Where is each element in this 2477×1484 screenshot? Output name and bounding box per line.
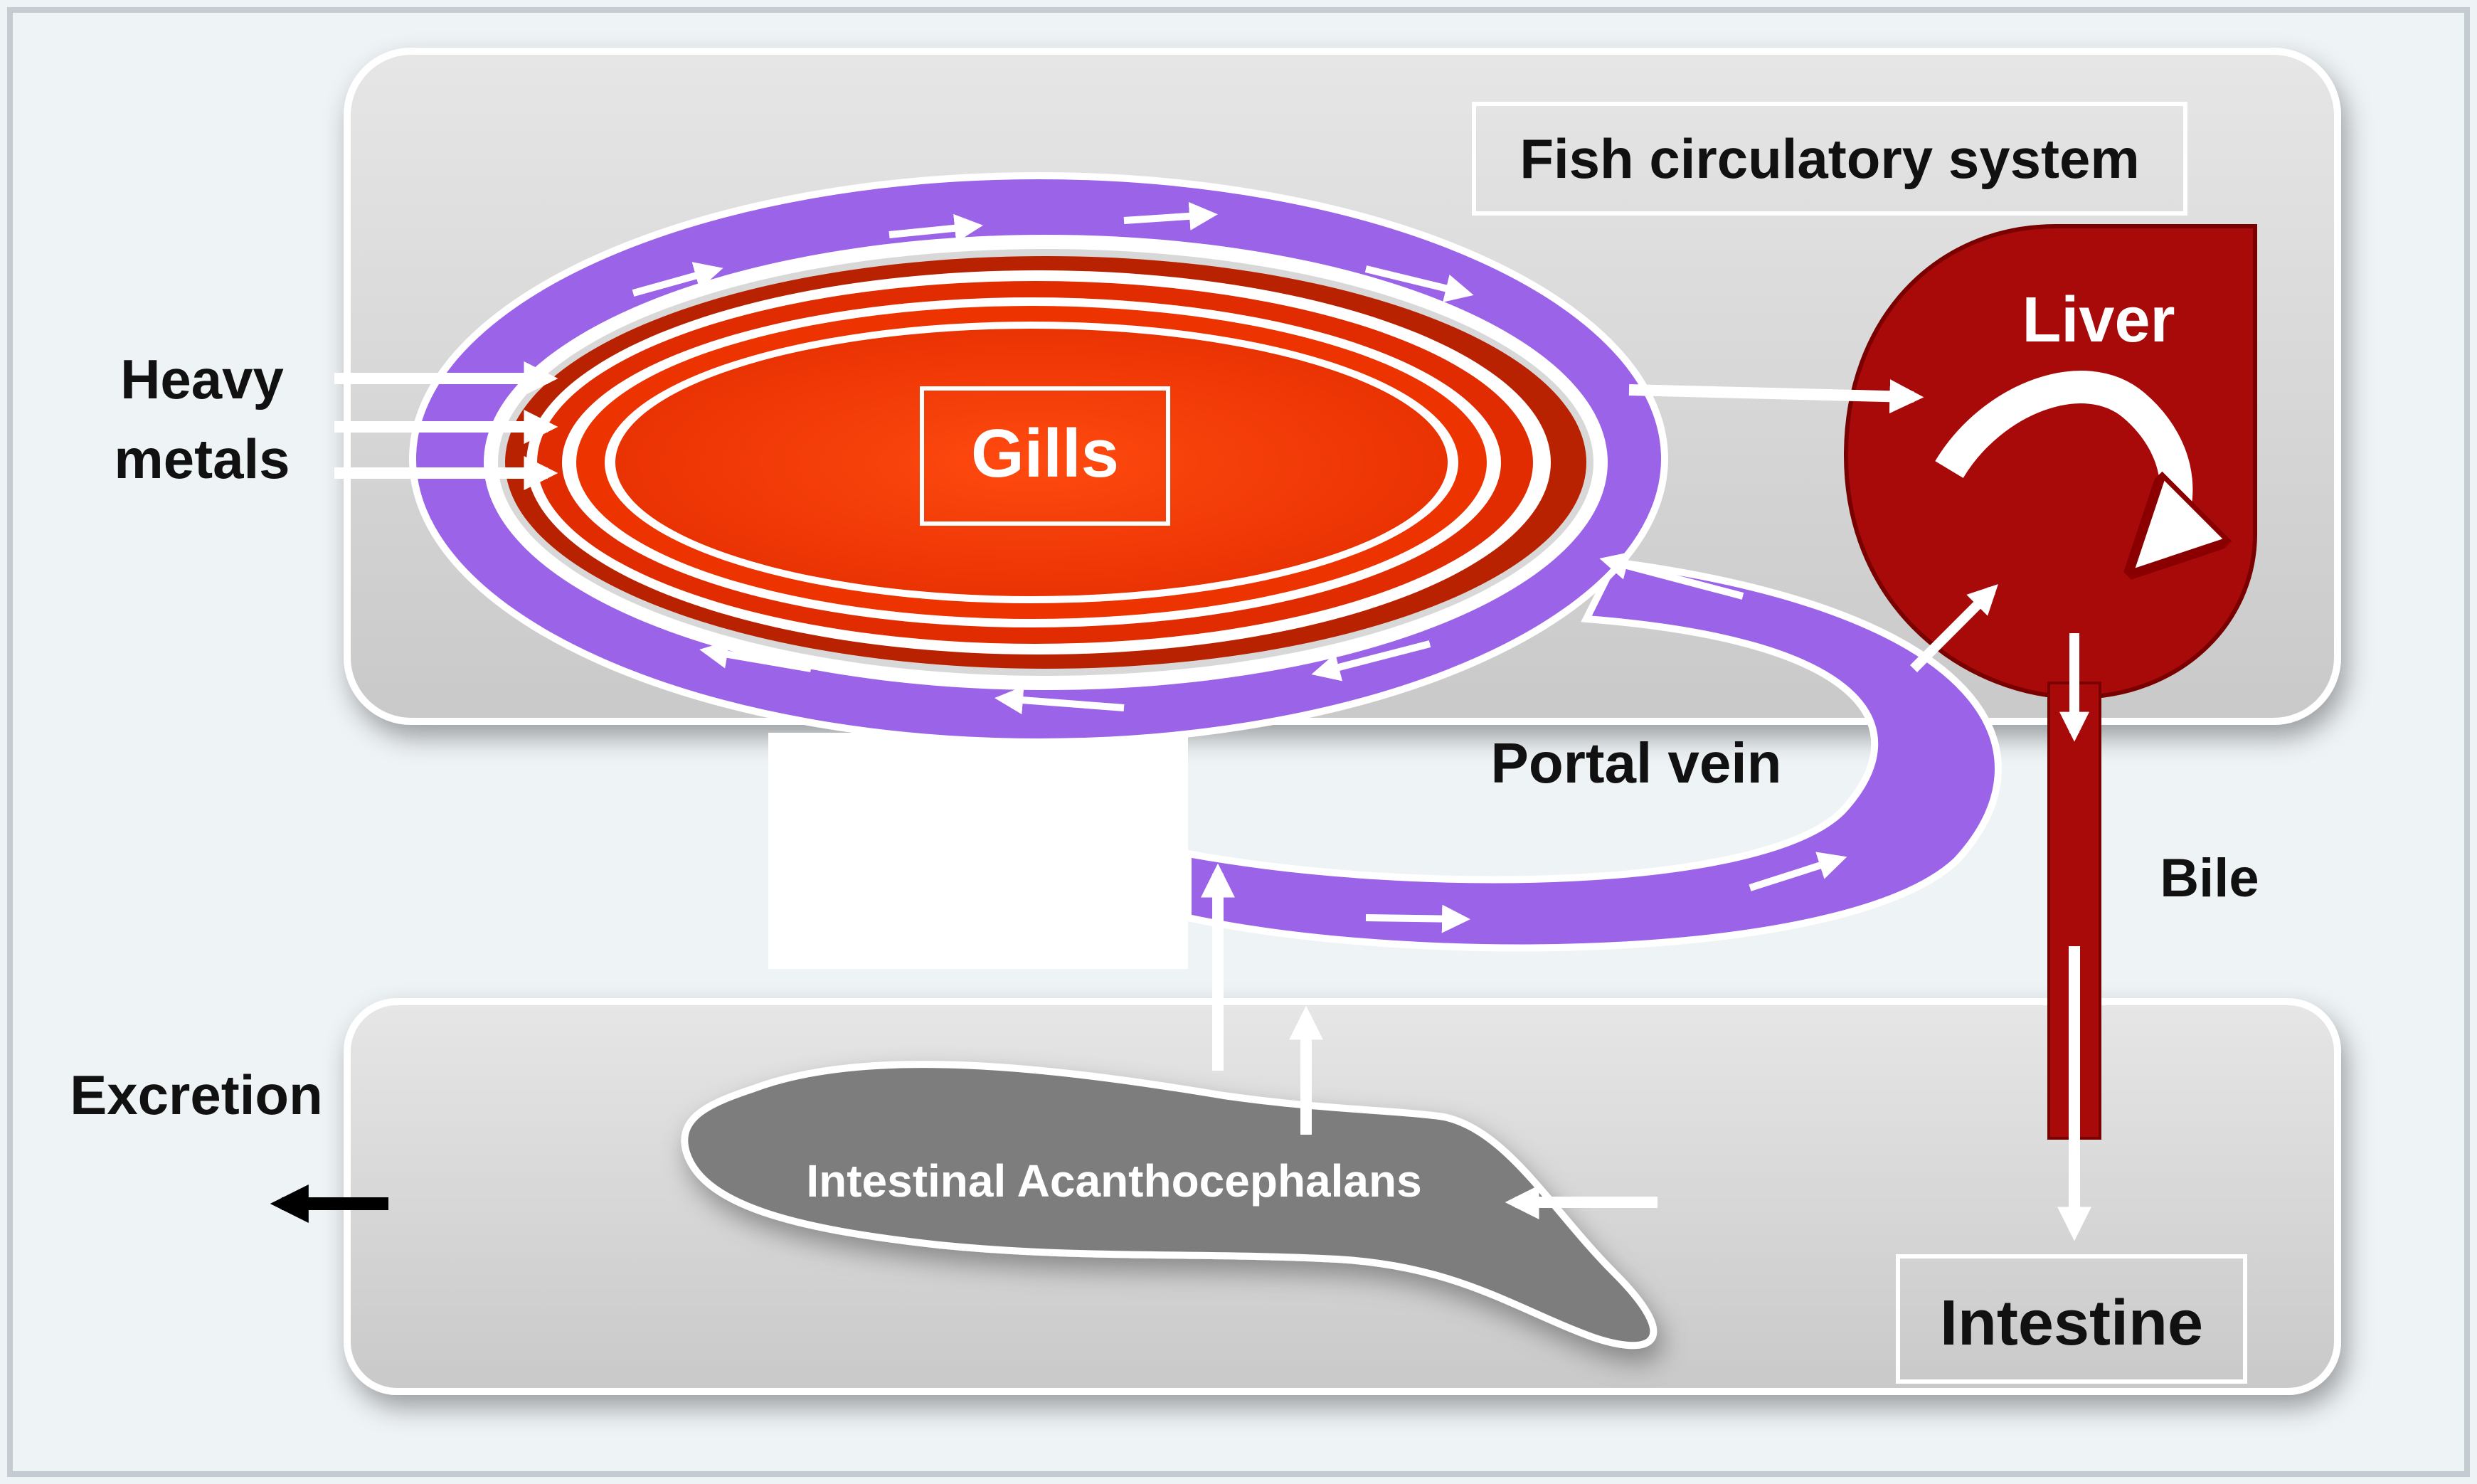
excretion-label: Excretion: [70, 1064, 322, 1126]
loop-flow-arrows: [632, 201, 1847, 933]
gills-label: Gills: [971, 415, 1119, 492]
heavy-metals-arrows: [334, 361, 558, 490]
gills-organ: [505, 256, 1586, 669]
portal-vein-label: Portal vein: [1490, 731, 1781, 795]
acanthocephalans-label: Intestinal Acanthocephalans: [806, 1155, 1421, 1207]
gills-to-liver-arrow: [1628, 379, 1924, 414]
diagram-frame: [7, 7, 2470, 1477]
portal-to-liver-arrow: [1910, 584, 1998, 672]
system-title-box: [1472, 102, 2187, 216]
liver-label: Liver: [2022, 285, 2175, 356]
bile-label: Bile: [2160, 848, 2259, 908]
gills-label-box: [920, 386, 1170, 526]
intestine-label-box: [1896, 1254, 2247, 1384]
portal-vein-plate: [768, 733, 1188, 969]
gills-core: [615, 329, 1448, 596]
system-title: Fish circulatory system: [1519, 127, 2139, 190]
acanthocephalan-parasite: [681, 1061, 1657, 1350]
portal-vein-vessel: [1184, 558, 2002, 952]
heavy-metals-label-line1: Heavy: [120, 348, 284, 410]
intestine-label: Intestine: [1940, 1288, 2203, 1359]
liver-metabolism-icon: [1935, 371, 2176, 555]
heavy-metals-label-line2: metals: [114, 428, 290, 490]
